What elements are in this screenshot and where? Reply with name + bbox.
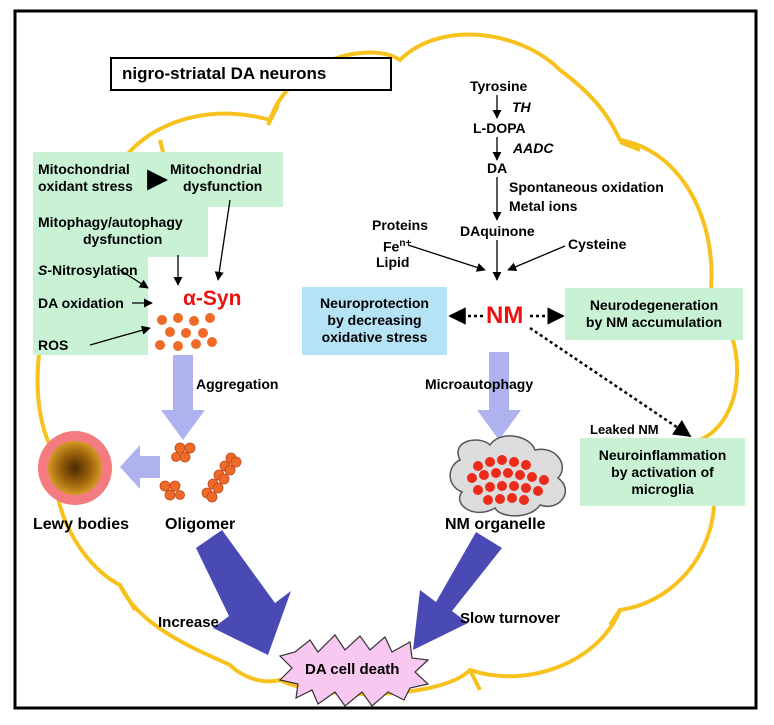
ros-label: ROS	[38, 337, 69, 353]
mito-oxidant-label-1: Mitochondrial	[38, 161, 130, 177]
slow-turnover-label: Slow turnover	[460, 610, 561, 627]
mito-dysfunction-label-1: Mitochondrial	[170, 161, 262, 177]
neuroprotection-line-1: Neuroprotection	[320, 295, 429, 311]
aadc-enzyme: AADC	[513, 140, 554, 156]
th-label: TH	[512, 99, 531, 116]
proteins-label: Proteins	[372, 217, 429, 233]
fe-base: Fe	[383, 238, 400, 255]
neuroprotection-line-2: by decreasing	[327, 312, 422, 328]
stressor-panel	[33, 152, 283, 355]
asyn-label: α-Syn	[183, 287, 242, 310]
arrow-dysfunction-to-asyn	[214, 199, 231, 281]
mito-dysfunction-label-2: dysfunction	[183, 178, 263, 194]
arrow-ros-to-asyn	[89, 325, 151, 346]
nitrosylation-prefix: S	[38, 262, 48, 278]
fe-label: Fen+	[383, 235, 411, 256]
increase-arrow	[196, 530, 291, 655]
arrow-nm-to-neuroinflammation	[529, 326, 692, 438]
neuroprotection-line-3: oxidative stress	[321, 329, 428, 345]
aggregation-label: Aggregation	[196, 376, 279, 392]
microautophagy-label: Microautophagy	[425, 376, 534, 392]
neuroinflammation-line-2: by activation of	[611, 464, 714, 480]
neuroinflammation-line-3: microglia	[631, 481, 694, 497]
title-box	[110, 57, 392, 91]
slow-turnover-arrow	[413, 532, 502, 650]
nm-label: NM	[486, 302, 524, 329]
membrane-notch	[619, 140, 641, 152]
cell-death-label: DA cell death	[305, 661, 400, 678]
neurodegeneration-line-1: Neurodegeneration	[589, 297, 719, 313]
neurodegeneration-box	[565, 288, 743, 340]
membrane-notch	[608, 608, 622, 627]
nitrosylation-label: S-Nitrosylation	[38, 262, 138, 279]
metal-ions-label: Metal ions	[509, 198, 578, 214]
leaked-nm-label: Leaked NM	[590, 422, 659, 437]
membrane-notch	[468, 669, 482, 691]
neurodegeneration-text: Neurodegeneration by NM accumulation	[565, 297, 743, 331]
arrow-cysteine-to-nm	[507, 245, 566, 272]
mito-oxidant-label-2: oxidant stress	[38, 178, 133, 194]
cysteine-label: Cysteine	[568, 236, 627, 252]
oligomer-label: Oligomer	[165, 516, 236, 533]
arrow-proteins-to-nm	[407, 244, 486, 272]
arrow-nitrosylation-to-asyn	[119, 269, 149, 289]
nm-organelle-label: NM organelle	[445, 516, 546, 533]
asyn-particles	[155, 313, 217, 351]
oligomer-cluster	[159, 442, 242, 503]
neuroprotection-box	[302, 287, 447, 355]
mitophagy-label-1: Mitophagy/autophagy	[38, 214, 183, 230]
aggregation-arrow	[161, 355, 205, 440]
membrane-notch	[266, 104, 280, 126]
neuroinflammation-text: Neuroinflammation by activation of micro…	[580, 447, 745, 498]
daquinone-label: DAquinone	[460, 223, 535, 239]
mitophagy-label-2: dysfunction	[83, 231, 163, 247]
aadc-label: AADC	[513, 140, 553, 157]
diagram-title: nigro-striatal DA neurons	[122, 64, 327, 83]
arrow-oligomer-to-lewy	[120, 445, 160, 489]
neurodegeneration-line-2: by NM accumulation	[585, 314, 723, 330]
lewy-body-core	[48, 441, 102, 495]
neuron-membrane	[35, 32, 740, 696]
lipid-label: Lipid	[376, 254, 410, 270]
lewy-bodies-label: Lewy bodies	[33, 516, 130, 533]
increase-label: Increase	[158, 614, 219, 631]
neuroinflammation-box	[580, 438, 745, 506]
nm-organelle-granules	[467, 455, 549, 505]
membrane-notch	[118, 583, 137, 612]
spontaneous-oxidation-label: Spontaneous oxidation	[509, 179, 664, 195]
fe-superscript: n+	[399, 238, 412, 249]
da-oxidation-label: DA oxidation	[38, 295, 124, 311]
da-label: DA	[487, 160, 508, 176]
neuroprotection-text: Neuroprotection by decreasing oxidative …	[302, 295, 447, 346]
cell-death-burst	[278, 634, 430, 707]
tyrosine-label: Tyrosine	[470, 78, 528, 94]
th-enzyme: TH	[512, 99, 531, 115]
neuroinflammation-line-1: Neuroinflammation	[598, 447, 727, 463]
microautophagy-arrow	[477, 352, 521, 440]
ldopa-label: L-DOPA	[473, 120, 526, 136]
outer-frame	[13, 9, 758, 710]
nitrosylation-text: -Nitrosylation	[47, 262, 138, 278]
